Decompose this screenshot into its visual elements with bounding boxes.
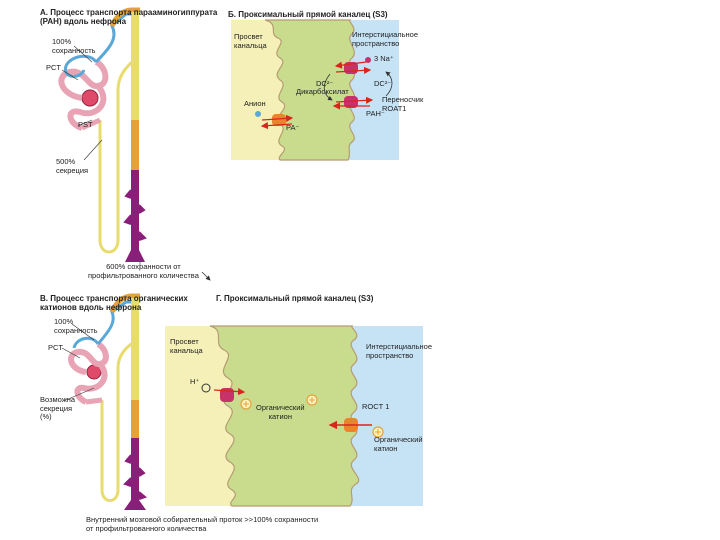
panel-c-title: В. Процесс транспорта органических катио… (40, 294, 188, 312)
panel-b-pa: PA⁻ (286, 123, 300, 132)
loop-of-henle-c (100, 340, 135, 502)
collecting-duct-lower-a (125, 170, 145, 262)
panel-c-label-secretion: Возможна секреция (%) (40, 395, 76, 421)
panel-b-dicarboxylate: Дикарбоксилат (296, 87, 349, 96)
panel-b-na: 3 Na⁺ (374, 54, 394, 63)
panel-a-title: А. Процесс транспорта парааминогиппурата… (40, 8, 218, 26)
na-ion (365, 57, 371, 63)
pct-tubule-a (58, 59, 109, 101)
panel-b-pah: PAH⁻ (366, 109, 385, 118)
collecting-duct-lower-c (124, 438, 146, 510)
panel-d-organic-cation: Органический катион (256, 403, 305, 421)
cell-diagram-d (165, 325, 423, 507)
blue-loop-a2 (94, 12, 136, 120)
panel-b-transporter: Переносчик ROAT1 (382, 95, 424, 113)
roat1-transporter (344, 96, 358, 108)
collecting-duct-upper-c (131, 298, 139, 438)
orange-top-c (109, 293, 140, 314)
panel-d-title: Г. Проксимальный прямой каналец (S3) (216, 294, 374, 303)
panel-b-interstitium: Интерстициальное пространство (352, 30, 419, 48)
pst-tubule-c (74, 362, 108, 405)
panel-d-interstitium: Интерстициальное пространство (366, 342, 433, 360)
panel-b-dc-left: DC²⁻ (316, 79, 334, 88)
collecting-duct-mid-c (131, 400, 139, 438)
panel-b-title: Б. Проксимальный прямой каналец (S3) (228, 10, 388, 19)
panel-c-label-100: 100% сохранность (54, 317, 98, 335)
arrow-a-to-b (201, 271, 211, 281)
loop-of-henle-a (98, 58, 136, 254)
blue-loop-a1 (63, 54, 98, 78)
panel-a-label-pst: PST (78, 120, 93, 129)
pct-tubule-c (68, 341, 109, 375)
panel-a-label-pct: PCT (46, 63, 61, 72)
panel-b-anion: Анион (244, 99, 266, 108)
glomerulus-a (81, 89, 99, 107)
nephron-c (61, 293, 148, 510)
panel-a-label-bottom: 600% сохранности от профильтрованного ко… (88, 262, 199, 280)
pst-tubule-a (67, 84, 107, 131)
panel-d-organic-cation-right: Органический катион (374, 435, 423, 453)
panel-c-label-pct: PCT (48, 343, 63, 352)
panel-d-h: H⁺ (190, 377, 200, 386)
collecting-duct-upper-a (131, 12, 139, 170)
orange-top-a (109, 7, 140, 28)
panel-a-label-secretion: 500% секреция (56, 157, 89, 175)
panel-b-lumen: Просвет канальца (234, 32, 267, 50)
panel-b-dc-right: DC²⁻ (374, 79, 392, 88)
anion-exchanger (272, 114, 286, 126)
h-ion (201, 383, 211, 393)
cell-diagram-b (231, 19, 399, 161)
panel-c-label-bottom: Внутренний мозговой собирательный проток… (86, 515, 319, 533)
nephron-a (58, 7, 147, 268)
panel-d-roct: ROCT 1 (362, 402, 390, 411)
collecting-duct-mid-a (131, 120, 139, 170)
panel-a-label-100: 100% сохранность (52, 37, 96, 55)
panel-d-lumen: Просвет канальца (170, 337, 203, 355)
anion-ion (255, 111, 261, 117)
